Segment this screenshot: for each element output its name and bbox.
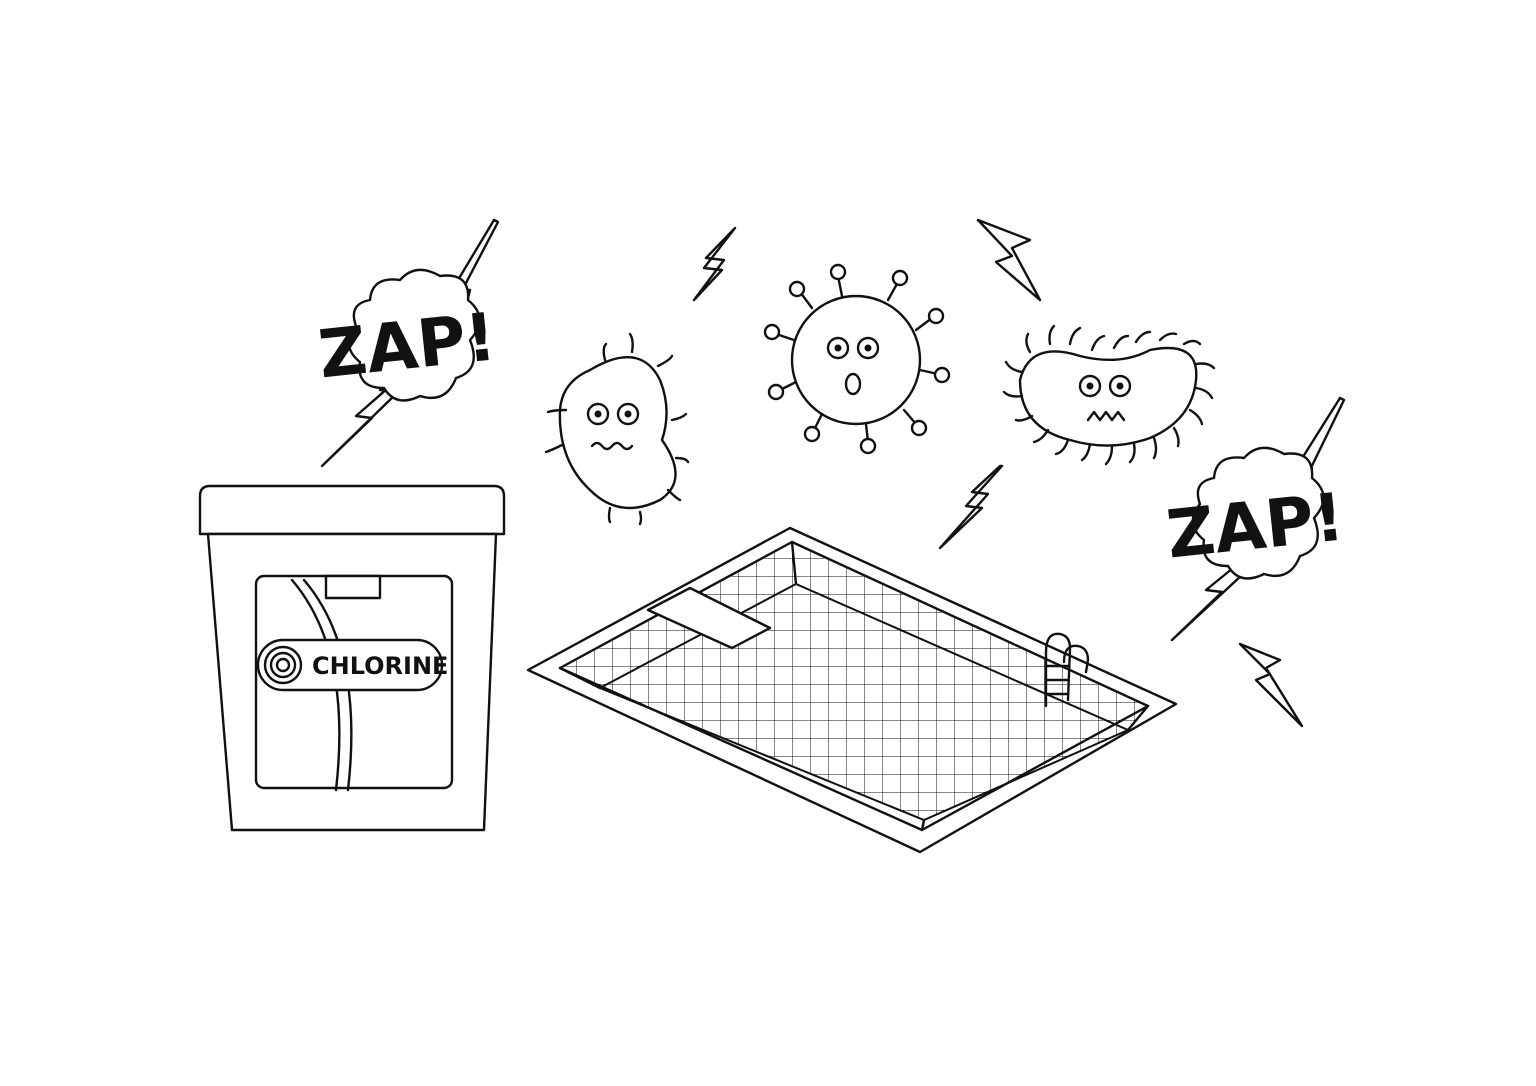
zap-burst-left-icon: ZAP! [315,218,500,468]
pool-ladder-icon [1044,632,1090,708]
zap-right-text: ZAP! [1163,478,1347,573]
lightning-bolt-icon [692,226,737,302]
chlorine-bucket-icon: CHLORINE [198,484,506,832]
lightning-bolt-icon [938,464,1004,550]
swimming-pool-icon [526,526,1178,854]
bacteria-right-icon [1002,324,1216,466]
lightning-bolt-icon [1238,642,1304,728]
bacteria-left-icon [544,332,690,526]
virus-icon [763,263,951,455]
zap-left-text: ZAP! [315,298,499,393]
zap-burst-right-icon: ZAP! [1163,396,1348,642]
lightning-bolt-icon [976,218,1042,302]
chlorine-label: CHLORINE [312,652,448,680]
